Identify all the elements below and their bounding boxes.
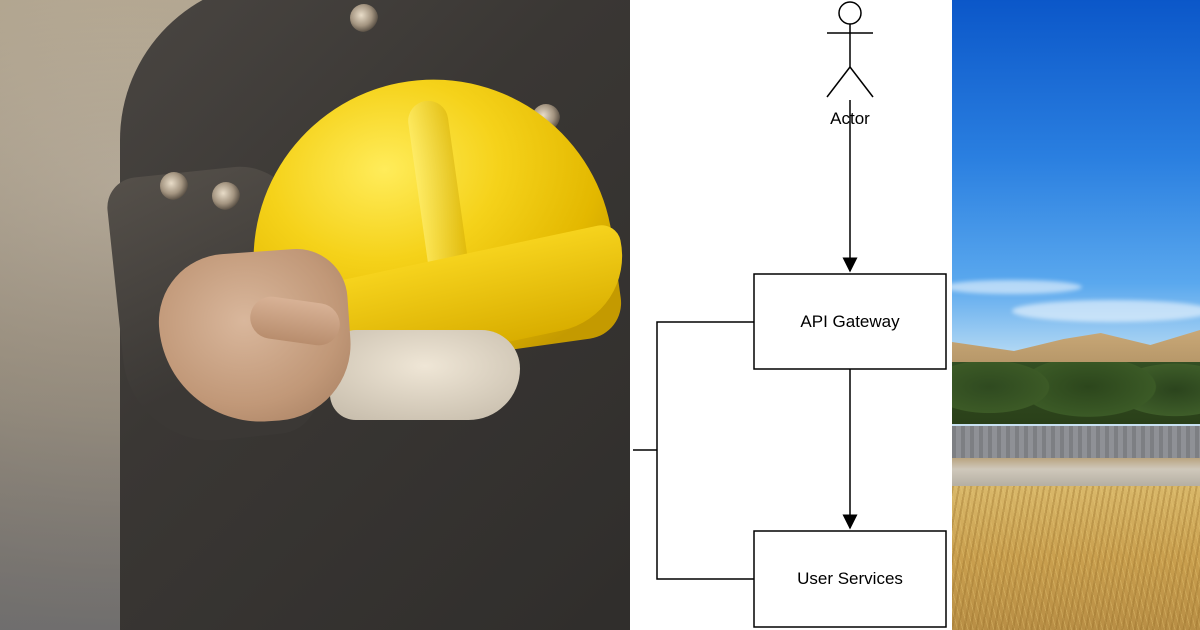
stone-wall — [952, 426, 1200, 458]
api-gateway-box — [753, 273, 947, 370]
cloud — [1012, 300, 1200, 322]
landscape-photo — [952, 0, 1200, 630]
user-services-box — [753, 530, 947, 628]
architecture-diagram: Actor API Gateway User Services — [630, 0, 952, 630]
coat-button — [350, 4, 378, 32]
coat-button — [212, 182, 240, 210]
actor-figure — [826, 1, 874, 98]
worker-hard-hat-photo — [0, 0, 630, 630]
actor-left-leg — [826, 66, 851, 98]
diagram-canvas: Actor API Gateway User Services — [633, 1, 947, 628]
actor-right-leg — [849, 66, 874, 98]
user-services-label: User Services — [797, 569, 903, 588]
hard-hat-liner — [330, 330, 520, 420]
coat-button — [160, 172, 188, 200]
tree-line — [952, 362, 1200, 424]
actor-head — [838, 1, 862, 25]
dry-grass-field — [952, 486, 1200, 630]
cloud — [952, 280, 1082, 294]
bracket-connector — [656, 321, 754, 580]
road — [952, 458, 1200, 486]
api-gateway-label: API Gateway — [800, 312, 900, 331]
